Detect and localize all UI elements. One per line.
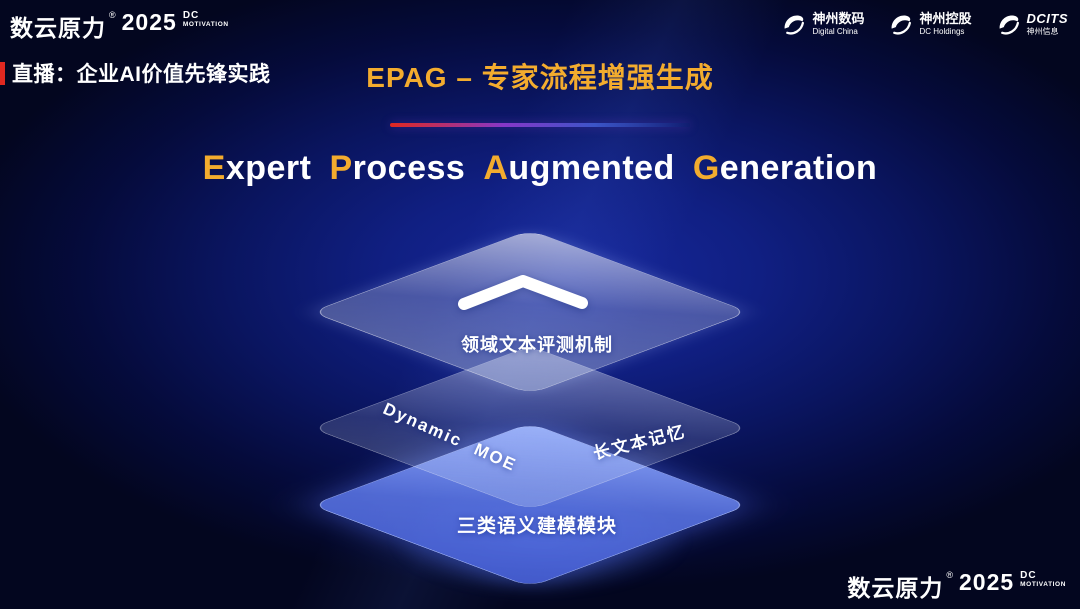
brand-dc-text: DC	[182, 10, 200, 21]
brand-dc-motivation: DC MOTIVATION	[1020, 570, 1066, 588]
brand-logo-top: 数云原力 ® 2025 DC MOTIVATION	[10, 9, 229, 43]
dc-holdings-logo-icon	[888, 12, 913, 37]
live-label: 直播：企业AI价值先锋实践	[0, 58, 271, 88]
subtitle-word-rest: ugmented	[508, 149, 675, 187]
subtitle-word-initial: P	[329, 149, 353, 187]
brand-motivation-text: MOTIVATION	[1020, 580, 1066, 588]
subtitle-word: Process	[329, 149, 465, 188]
live-label-text: 直播：企业AI价值先锋实践	[12, 63, 271, 86]
partner-text: DCITS 神州信息	[1026, 11, 1069, 37]
partner-text: 神州数码 Digital China	[812, 11, 865, 37]
subtitle-word: Expert	[203, 149, 312, 188]
partner-dcits: DCITS 神州信息	[996, 11, 1069, 37]
partner-text: 神州控股 DC Holdings	[919, 11, 972, 37]
partner-name: DCITS	[1026, 11, 1068, 27]
partner-subtitle: 神州信息	[1026, 27, 1059, 37]
registered-mark: ®	[946, 570, 953, 580]
subtitle-word-rest: eneration	[719, 149, 878, 187]
brand-year: 2025	[958, 569, 1015, 595]
subtitle-word: Generation	[693, 149, 878, 188]
subtitle: Expert Process Augmented Generation	[0, 149, 1080, 188]
partner-dc-holdings: 神州控股 DC Holdings	[888, 11, 972, 37]
partner-name: 神州控股	[919, 11, 972, 27]
subtitle-word-initial: E	[202, 149, 226, 187]
gradient-divider	[390, 123, 690, 127]
brand-logo-bottom: 数云原力 ® 2025 DC MOTIVATION	[847, 569, 1066, 603]
brand-dc-motivation: DC MOTIVATION	[182, 10, 229, 28]
digital-china-logo-icon	[781, 12, 806, 37]
brand-year: 2025	[121, 9, 177, 35]
registered-mark: ®	[109, 10, 116, 20]
partner-subtitle: DC Holdings	[919, 27, 965, 37]
partner-name: 神州数码	[812, 11, 865, 27]
brand-name: 数云原力	[10, 15, 106, 41]
subtitle-word-rest: xpert	[225, 149, 312, 187]
partner-subtitle: Digital China	[812, 27, 858, 37]
page-title: EPAG – 专家流程增强生成	[366, 62, 714, 93]
partner-logos: 神州数码 Digital China 神州控股 DC Holdings	[781, 11, 1069, 37]
brand-motivation-text: MOTIVATION	[182, 20, 229, 28]
subtitle-word: Augmented	[483, 149, 675, 188]
subtitle-word-initial: A	[483, 149, 509, 187]
layer-top	[310, 229, 750, 395]
partner-digital-china: 神州数码 Digital China	[781, 11, 865, 37]
dcits-logo-icon	[996, 12, 1021, 37]
brand-name: 数云原力	[847, 575, 944, 601]
subtitle-word-rest: rocess	[352, 149, 466, 187]
layer-bottom-label: 三类语义建模模块	[456, 516, 617, 537]
layer-top-label: 领域文本评测机制	[461, 335, 613, 355]
brand-dc-text: DC	[1020, 570, 1037, 581]
subtitle-word-initial: G	[692, 149, 720, 187]
live-accent-bar	[0, 61, 5, 85]
chevron-up-icon	[458, 275, 588, 310]
